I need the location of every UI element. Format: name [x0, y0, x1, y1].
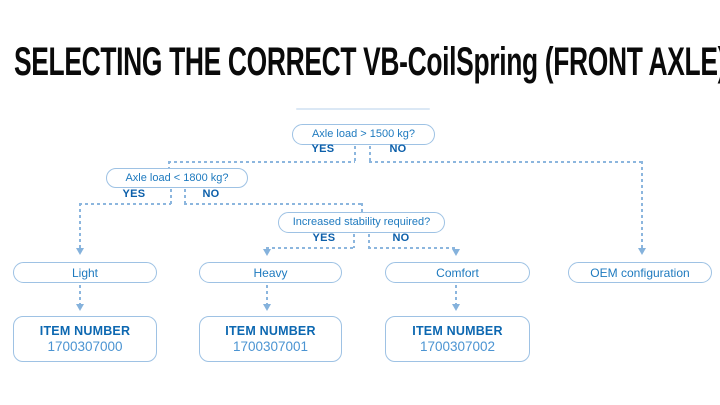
decorative-line [296, 108, 430, 110]
decision-question: Axle load > 1500 kg? [311, 128, 416, 140]
branch-yes-label: YES [311, 143, 335, 155]
outcome-label: Light [71, 265, 99, 280]
branch-no-label: NO [389, 143, 407, 155]
item-number-value: 1700307001 [232, 339, 309, 354]
connector-line [361, 203, 363, 213]
item-number-label: ITEM NUMBER [225, 323, 316, 338]
connector-line [184, 203, 362, 205]
branch-yes-label: YES [122, 188, 146, 200]
page-title: SELECTING THE CORRECT VB-CoilSpring (FRO… [14, 40, 720, 84]
connector-line [170, 189, 172, 204]
arrow-down-icon [263, 304, 271, 311]
connector-line [266, 247, 354, 249]
outcome-label: OEM configuration [590, 265, 690, 280]
connector-line [369, 161, 643, 163]
branch-yes-label: YES [312, 232, 336, 244]
connector-line [641, 161, 643, 248]
outcome-comfort: Comfort [385, 262, 530, 283]
item-number-label: ITEM NUMBER [412, 323, 503, 338]
outcome-heavy: Heavy [199, 262, 342, 283]
outcome-oem-configuration: OEM configuration [568, 262, 712, 283]
arrow-down-icon [452, 304, 460, 311]
item-number-box-light: ITEM NUMBER 1700307000 [13, 316, 157, 362]
arrow-down-icon [76, 304, 84, 311]
connector-line [168, 161, 355, 163]
connector-line [79, 203, 171, 205]
arrow-down-icon [76, 248, 84, 255]
decision-question: Increased stability required? [292, 216, 431, 228]
connector-line [184, 189, 186, 204]
arrow-down-icon [452, 249, 460, 256]
connector-line [353, 234, 355, 248]
decision-node-axle-load-1500: Axle load > 1500 kg? [292, 124, 435, 145]
item-number-box-heavy: ITEM NUMBER 1700307001 [199, 316, 342, 362]
arrow-down-icon [263, 249, 271, 256]
connector-line [354, 146, 356, 162]
item-number-value: 1700307000 [47, 339, 123, 354]
connector-line [168, 161, 170, 169]
connector-line [79, 203, 81, 248]
connector-line [266, 285, 268, 304]
connector-line [369, 146, 371, 162]
item-number-value: 1700307002 [419, 339, 496, 354]
decision-node-increased-stability: Increased stability required? [278, 212, 445, 233]
branch-no-label: NO [202, 188, 220, 200]
decision-node-axle-load-1800: Axle load < 1800 kg? [106, 168, 248, 188]
item-number-label: ITEM NUMBER [39, 323, 131, 338]
arrow-down-icon [638, 248, 646, 255]
decision-question: Axle load < 1800 kg? [125, 171, 229, 184]
outcome-label: Heavy [253, 265, 288, 280]
item-number-box-comfort: ITEM NUMBER 1700307002 [385, 316, 530, 362]
outcome-label: Comfort [436, 265, 479, 280]
connector-line [368, 234, 370, 248]
connector-line [368, 247, 457, 249]
connector-line [79, 285, 81, 304]
outcome-light: Light [13, 262, 157, 283]
branch-no-label: NO [392, 232, 410, 244]
connector-line [455, 285, 457, 304]
